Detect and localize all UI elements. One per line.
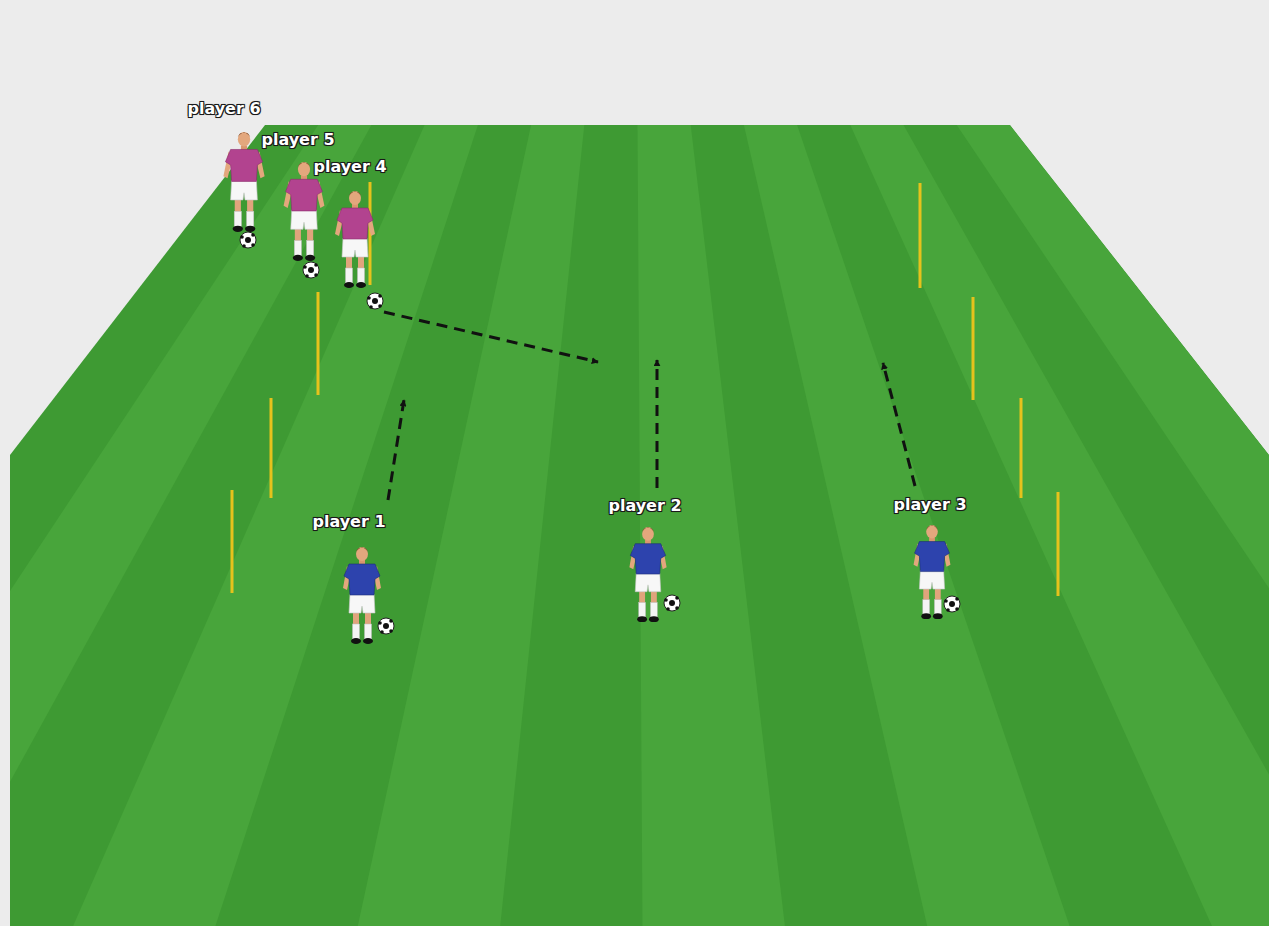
player-label: player 3 bbox=[893, 495, 966, 514]
player-label: player 6 bbox=[187, 99, 260, 118]
player-label: player 2 bbox=[608, 496, 681, 515]
pitch bbox=[0, 100, 1269, 926]
run-arrows bbox=[384, 312, 915, 500]
player-label: player 1 bbox=[312, 512, 385, 531]
player-label: player 4 bbox=[313, 157, 386, 176]
player-label: player 5 bbox=[261, 130, 334, 149]
players bbox=[223, 132, 960, 644]
